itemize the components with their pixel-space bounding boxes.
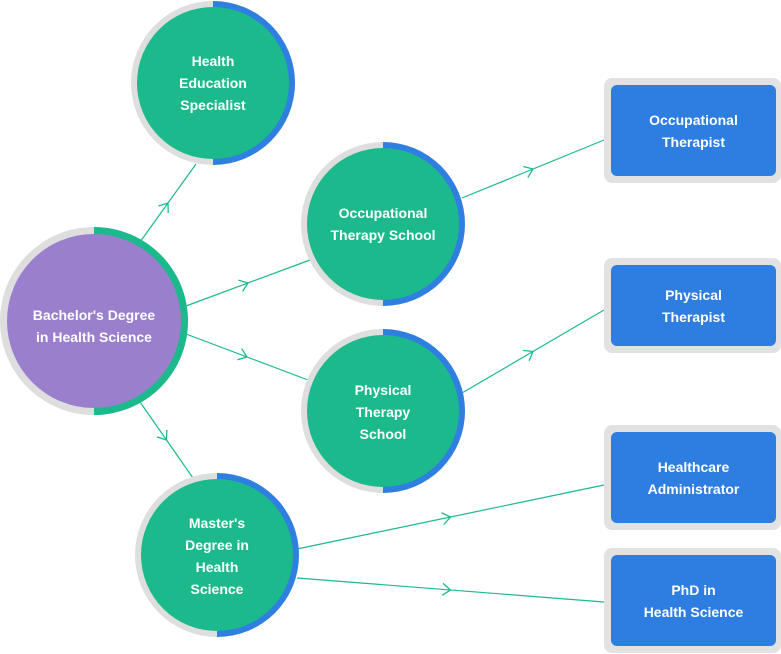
career-box [611, 265, 776, 346]
career-physical-therapist [604, 258, 781, 353]
arrow-icon [522, 349, 534, 361]
career-phd [604, 548, 781, 653]
node-ot-school [301, 142, 465, 306]
arrow-icon [156, 429, 168, 441]
career-box [611, 432, 776, 523]
arrow-icon [441, 582, 452, 596]
arrow-icon [523, 165, 535, 178]
node-masters [135, 473, 299, 637]
node-health-education [131, 1, 295, 165]
career-healthcare-administrator [604, 425, 781, 530]
node-disc [307, 148, 459, 300]
node-disc [137, 7, 289, 159]
node-disc [307, 335, 459, 487]
arrow-icon [237, 348, 249, 361]
arrow-icon [238, 279, 250, 292]
career-occupational-therapist [604, 78, 781, 183]
node-pt-school [301, 329, 465, 493]
node-disc [7, 234, 181, 408]
node-disc [141, 479, 293, 631]
career-box [611, 555, 776, 646]
arrowheads [156, 165, 535, 596]
career-box [611, 85, 776, 176]
node-bachelors [0, 227, 188, 415]
arrow-icon [158, 202, 169, 214]
arrow-icon [441, 512, 452, 525]
